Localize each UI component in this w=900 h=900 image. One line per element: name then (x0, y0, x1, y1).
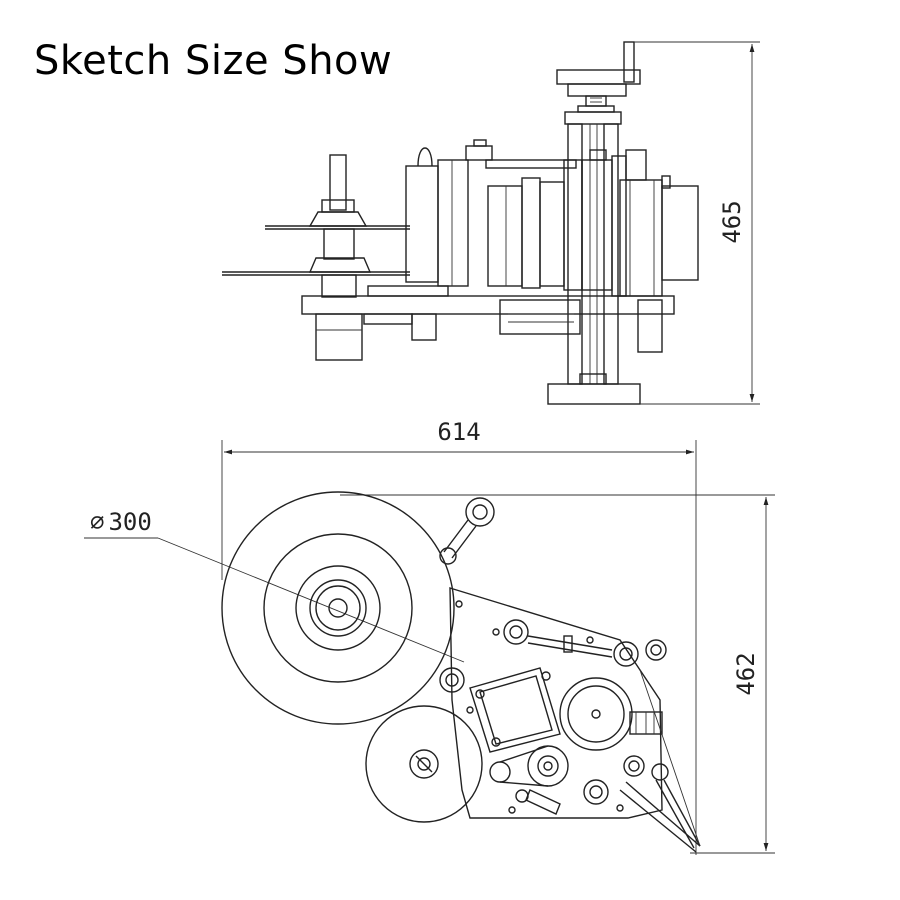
top-view: 614 462 ∅300 (84, 418, 775, 855)
label-roll-large (221, 491, 455, 725)
roller-group (439, 619, 667, 805)
page-title: Sketch Size Show (34, 38, 393, 84)
base-plate (301, 285, 675, 361)
drive-roller (559, 677, 663, 751)
front-view: 465 (222, 41, 760, 405)
dimension-label-300: 300 (108, 508, 151, 536)
tension-arm (489, 745, 569, 815)
dimension-height-top: 465 (634, 41, 760, 405)
crank-handle (556, 41, 641, 113)
dimension-label-614: 614 (437, 418, 480, 446)
dimension-label-465: 465 (718, 200, 746, 243)
dimension-label-462: 462 (732, 652, 760, 695)
svg-text:∅300: ∅300 (90, 508, 152, 536)
vertical-column (547, 111, 641, 405)
reel-assembly (222, 154, 410, 298)
peel-plate (619, 669, 701, 853)
guide-arm-top (439, 497, 495, 565)
dimension-diameter: ∅300 (84, 508, 465, 663)
diameter-symbol: ∅ (90, 508, 104, 536)
backing-roll (365, 705, 483, 823)
drive-motor (469, 667, 561, 753)
main-plate (449, 587, 663, 819)
label-head-housing (405, 139, 699, 297)
dimension-height-bottom: 462 (340, 494, 775, 854)
dimension-width-bottom: 614 (221, 418, 697, 855)
mounting-holes (455, 600, 624, 814)
